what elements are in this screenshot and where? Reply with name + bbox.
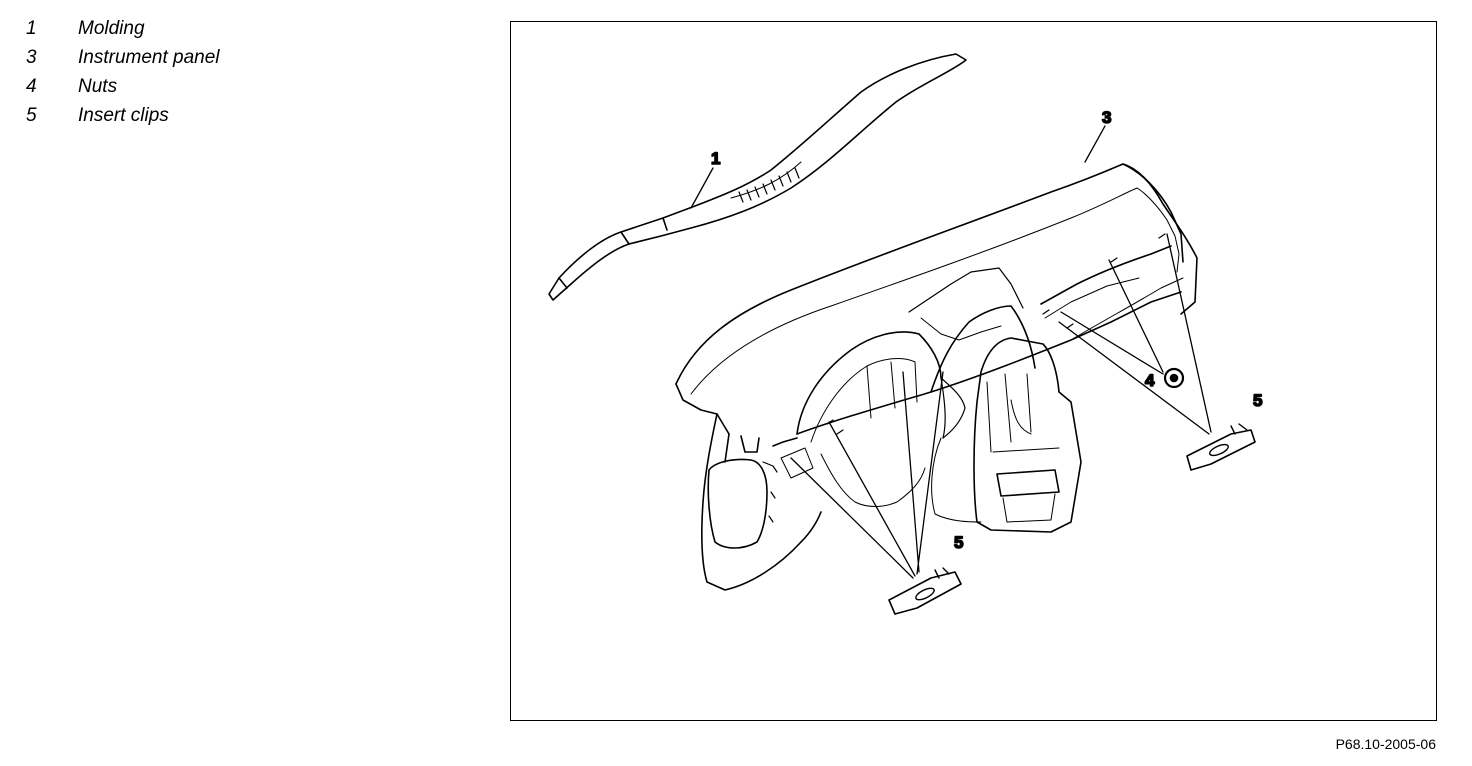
parts-legend: 1 Molding 3 Instrument panel 4 Nuts 5 In… [26,14,220,130]
callout-insert-clips-bottom: 5 [954,533,963,552]
legend-item-molding: 1 Molding [26,14,220,43]
legend-label: Insert clips [78,104,169,126]
legend-item-insert-clips: 5 Insert clips [26,101,220,130]
insert-clip-right-drawing [1186,423,1256,471]
leader-lines [690,125,1212,579]
legend-number: 3 [26,46,37,68]
callout-instrument-panel: 3 [1102,108,1111,127]
legend-number: 4 [26,75,37,97]
molding-drawing [548,53,967,301]
nut-drawing [1163,367,1185,389]
legend-number: 1 [26,17,37,39]
legend-item-nuts: 4 Nuts [26,72,220,101]
legend-label: Instrument panel [78,46,220,68]
legend-item-instrument-panel: 3 Instrument panel [26,43,220,72]
legend-label: Nuts [78,75,118,97]
insert-clip-bottom-drawing [888,567,962,615]
callout-molding: 1 [711,149,720,168]
instrument-panel-drawing [675,163,1198,591]
callout-insert-clips-right: 5 [1253,391,1262,410]
figure-frame: 1 3 4 5 5 [510,21,1437,721]
instrument-panel-diagram: 1 3 4 5 5 [548,53,1263,615]
figure-code: P68.10-2005-06 [1335,736,1436,752]
callout-nuts: 4 [1145,371,1155,390]
legend-label: Molding [78,17,145,39]
legend-number: 5 [26,104,37,126]
